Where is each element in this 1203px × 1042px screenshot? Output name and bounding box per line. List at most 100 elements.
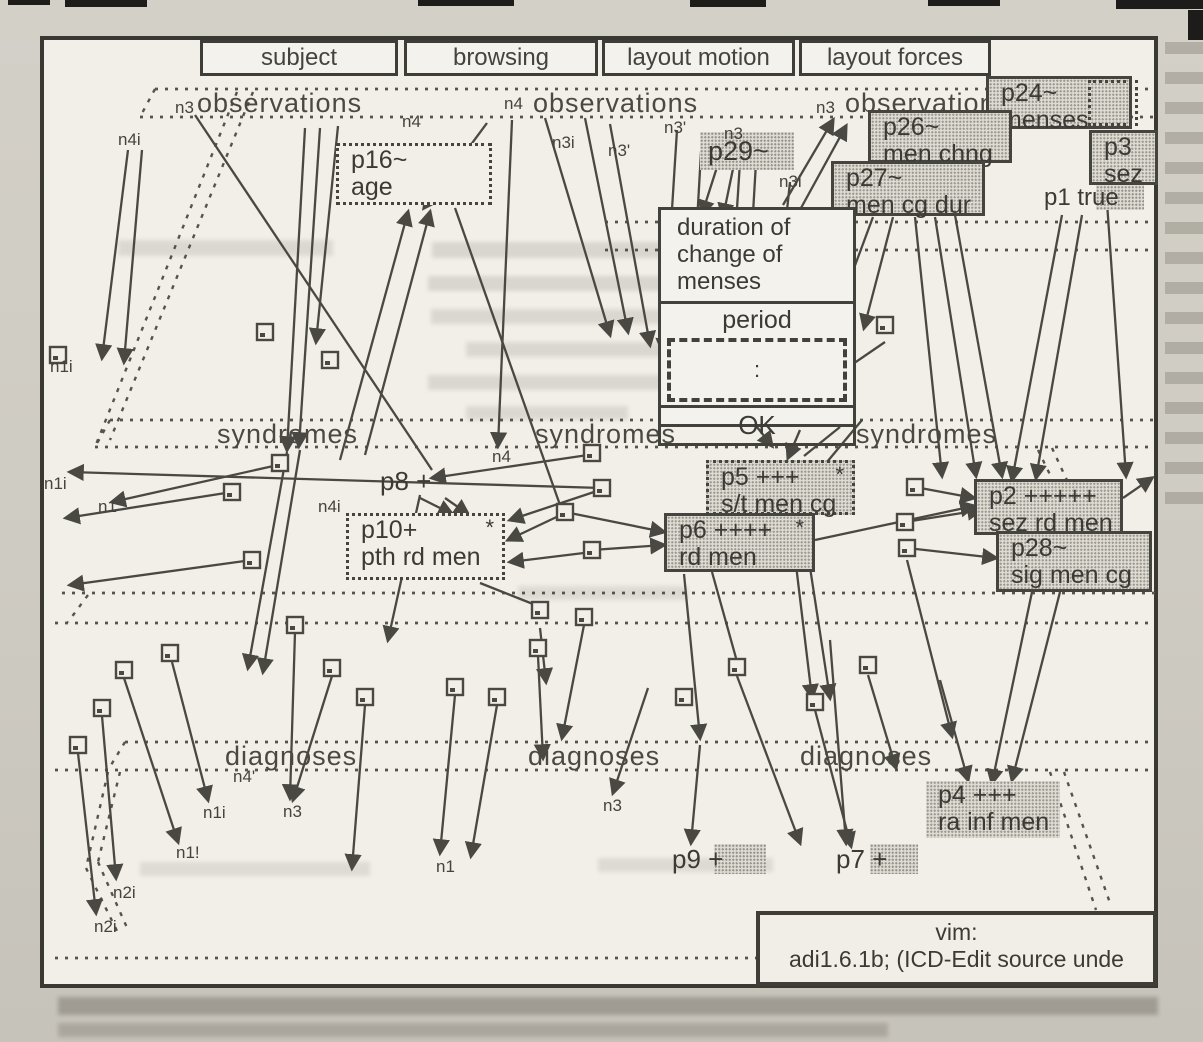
tab-subject[interactable]: subject bbox=[200, 40, 398, 76]
connector-square-node[interactable] bbox=[905, 477, 925, 497]
connector-square-node[interactable] bbox=[528, 638, 548, 658]
node-p16[interactable]: p16~age bbox=[336, 143, 492, 205]
connector-square-node[interactable] bbox=[320, 350, 340, 370]
node-p28[interactable]: p28~sig men cg bbox=[996, 531, 1152, 592]
node-p9[interactable]: p9 + bbox=[672, 844, 724, 874]
band-label-diagnoses: diagnoses bbox=[225, 741, 358, 771]
edge-arrow bbox=[533, 655, 551, 762]
edge-arrow bbox=[803, 426, 841, 457]
graph-node-id-label: n4 bbox=[504, 94, 523, 113]
node-p24-overlay[interactable] bbox=[1088, 80, 1138, 126]
status-app-name: vim: bbox=[935, 919, 978, 945]
connector-square-mark bbox=[900, 523, 905, 527]
connector-square-mark bbox=[597, 489, 602, 493]
duration-dialog: duration of change of menses period : OK bbox=[658, 207, 856, 446]
page-bleed-text bbox=[118, 240, 333, 256]
connector-square-mark bbox=[275, 464, 280, 468]
edge-arrow bbox=[1029, 214, 1084, 482]
connector-square-node[interactable] bbox=[160, 643, 180, 663]
node-p6[interactable]: p6 ++++rd men* bbox=[664, 513, 815, 572]
node-p4[interactable]: p4 +++ra inf men bbox=[926, 781, 1060, 838]
connector-square-node[interactable] bbox=[592, 478, 612, 498]
dialog-title-line: duration of bbox=[677, 214, 791, 241]
node-p7[interactable]: p7 + bbox=[836, 844, 888, 874]
tab-layout-motion[interactable]: layout motion bbox=[602, 40, 795, 76]
edge-arrow bbox=[938, 679, 973, 784]
tab-layout-forces[interactable]: layout forces bbox=[799, 40, 991, 76]
period-field-label: period bbox=[722, 306, 792, 334]
page-bleed-text bbox=[432, 242, 664, 258]
edge-arrow bbox=[953, 214, 1009, 480]
connector-square-node[interactable] bbox=[487, 687, 507, 707]
graph-node-id-label: n2i bbox=[94, 917, 117, 936]
node-p5[interactable]: p5 +++s/t men cg* bbox=[706, 460, 855, 518]
connector-square-node[interactable] bbox=[582, 540, 602, 560]
node-p8[interactable]: p8 + bbox=[380, 466, 432, 496]
connector-square-node[interactable] bbox=[68, 735, 88, 755]
edge-arrow bbox=[506, 488, 601, 524]
band-label-syndromes: syndromes bbox=[856, 419, 998, 449]
node-p5-star-marker: * bbox=[835, 462, 844, 487]
page-bleed-text bbox=[58, 1023, 888, 1037]
stipple-patch bbox=[870, 844, 918, 874]
connector-square-mark bbox=[97, 709, 102, 713]
connector-square-node[interactable] bbox=[530, 600, 550, 620]
node-p26[interactable]: p26~men chng bbox=[868, 110, 1012, 168]
connector-square-node[interactable] bbox=[92, 698, 112, 718]
connector-square-node[interactable] bbox=[727, 657, 747, 677]
node-p2[interactable]: p2 +++++sez rd men bbox=[974, 479, 1123, 537]
connector-square-node[interactable] bbox=[114, 660, 134, 680]
connector-square-node[interactable] bbox=[555, 502, 575, 522]
edge-arrow bbox=[66, 558, 253, 592]
band-label-syndromes: syndromes bbox=[535, 419, 677, 449]
edge-arrow bbox=[170, 661, 213, 804]
tab-browsing[interactable]: browsing bbox=[404, 40, 598, 76]
ok-button[interactable]: OK bbox=[658, 405, 856, 446]
edge-arrow bbox=[986, 591, 1034, 787]
connector-square-mark bbox=[880, 326, 885, 330]
connector-square-node[interactable] bbox=[875, 315, 895, 335]
node-p10[interactable]: p10+pth rd men* bbox=[346, 513, 505, 580]
connector-square-node[interactable] bbox=[255, 322, 275, 342]
node-p27[interactable]: p27~men cg dur bbox=[831, 161, 985, 219]
connector-square-node[interactable] bbox=[895, 512, 915, 532]
level-slab-edge bbox=[1062, 771, 1112, 904]
connector-square-node[interactable] bbox=[242, 550, 262, 570]
edge-arrow bbox=[756, 426, 775, 449]
node-p1[interactable]: p1 true bbox=[1044, 184, 1119, 211]
connector-square-node[interactable] bbox=[285, 615, 305, 635]
edge-arrow bbox=[194, 114, 433, 471]
connector-square-node[interactable] bbox=[574, 607, 594, 627]
scan-edge-artifact bbox=[1116, 0, 1203, 9]
connector-square-node[interactable] bbox=[858, 655, 878, 675]
connector-square-node[interactable] bbox=[355, 687, 375, 707]
connector-square-mark bbox=[360, 698, 365, 702]
edge-arrow bbox=[122, 677, 182, 846]
connector-square-mark bbox=[560, 513, 565, 517]
connector-square-node[interactable] bbox=[445, 677, 465, 697]
node-p16-label: p16~ bbox=[351, 146, 408, 174]
connector-square-node[interactable] bbox=[897, 538, 917, 558]
scan-edge-artifact bbox=[65, 0, 147, 7]
level-slab-edge bbox=[67, 594, 89, 623]
graph-node-id-label: n1i bbox=[203, 803, 226, 822]
connector-square-node[interactable] bbox=[674, 687, 694, 707]
page-bleed-text bbox=[428, 375, 664, 390]
connector-square-node[interactable] bbox=[222, 482, 242, 502]
graph-node-id-label: n3 bbox=[175, 98, 194, 117]
node-p29~[interactable]: p29~ bbox=[708, 136, 769, 166]
connector-square-node[interactable] bbox=[805, 692, 825, 712]
edge-arrow bbox=[814, 500, 978, 542]
period-input-field[interactable]: : bbox=[667, 338, 847, 402]
edge-arrow bbox=[66, 463, 603, 490]
edge-arrow bbox=[735, 675, 804, 847]
connector-square-mark bbox=[165, 654, 170, 658]
connector-square-node[interactable] bbox=[270, 453, 290, 473]
page-bleed-text bbox=[466, 406, 628, 420]
edge-arrow bbox=[828, 639, 854, 847]
band-label-diagnoses: diagnoses bbox=[800, 741, 933, 771]
connector-square-node[interactable] bbox=[322, 658, 342, 678]
edge-arrow bbox=[914, 485, 978, 504]
connector-square-mark bbox=[535, 611, 540, 615]
